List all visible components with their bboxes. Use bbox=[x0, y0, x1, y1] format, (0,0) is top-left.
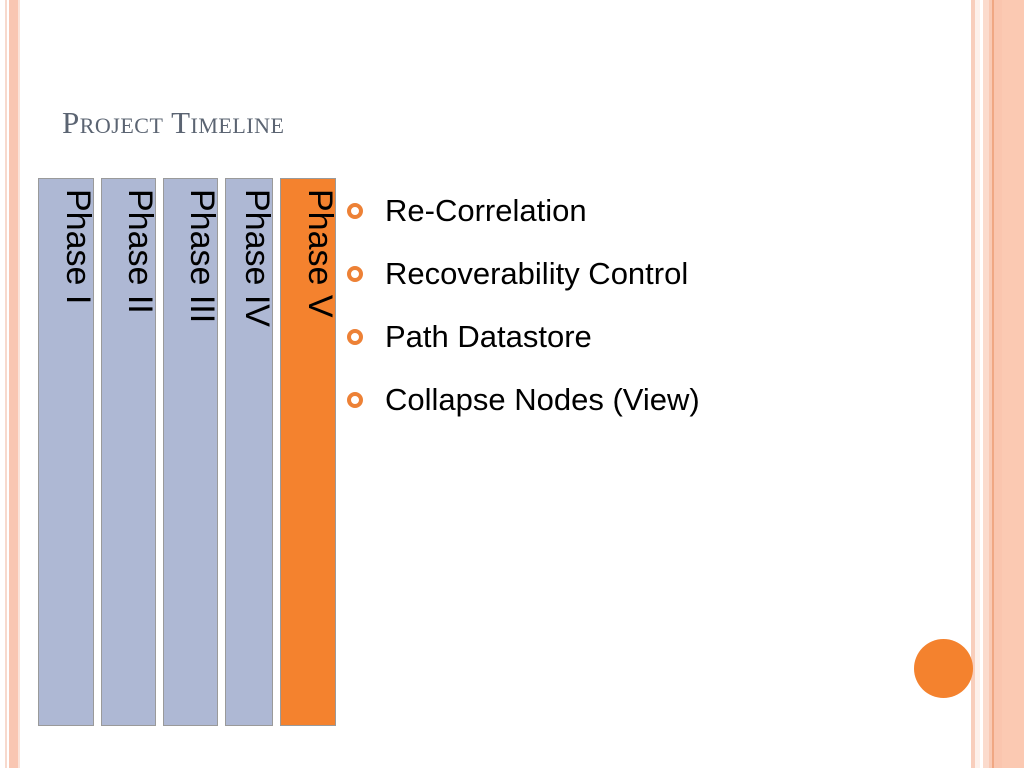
right-edge-stripe-2 bbox=[975, 0, 980, 768]
phase-bar-1[interactable]: Phase I bbox=[38, 178, 97, 726]
phase-bar-3[interactable]: Phase III bbox=[163, 178, 221, 726]
phase-bar-label: Phase IV bbox=[238, 189, 276, 327]
left-edge-stripe-main bbox=[9, 0, 18, 768]
right-edge-stripe-1 bbox=[971, 0, 975, 768]
list-item-label: Path Datastore bbox=[385, 319, 592, 354]
circle-outline-icon bbox=[347, 203, 363, 219]
left-edge-stripe-thin bbox=[5, 0, 7, 768]
orange-accent-dot bbox=[914, 639, 973, 698]
right-edge-stripe-4 bbox=[983, 0, 989, 768]
list-item-label: Collapse Nodes (View) bbox=[385, 382, 700, 417]
right-edge-stripe-7 bbox=[994, 0, 1002, 768]
phase-bar-5[interactable]: Phase V bbox=[280, 178, 339, 726]
list-item[interactable]: Collapse Nodes (View) bbox=[347, 379, 947, 442]
page-title: Project Timeline bbox=[62, 105, 285, 140]
circle-outline-icon bbox=[347, 329, 363, 345]
list-item[interactable]: Re-Correlation bbox=[347, 190, 947, 253]
phase-bar-label: Phase V bbox=[301, 189, 339, 318]
circle-outline-icon bbox=[347, 392, 363, 408]
phase-bar-4[interactable]: Phase IV bbox=[225, 178, 276, 726]
circle-outline-icon bbox=[347, 266, 363, 282]
list-item-label: Re-Correlation bbox=[385, 193, 587, 228]
right-edge-stripe-8 bbox=[1002, 0, 1024, 768]
phase-bar-2[interactable]: Phase II bbox=[101, 178, 159, 726]
list-item-label: Recoverability Control bbox=[385, 256, 689, 291]
list-item[interactable]: Recoverability Control bbox=[347, 253, 947, 316]
right-edge-stripe-5 bbox=[989, 0, 992, 768]
list-item[interactable]: Path Datastore bbox=[347, 316, 947, 379]
right-edge-stripe-6 bbox=[992, 0, 994, 768]
left-edge-stripe-fade bbox=[18, 0, 20, 768]
phase-bar-label: Phase III bbox=[183, 189, 221, 324]
phase-bar-label: Phase II bbox=[121, 189, 159, 314]
phase-bar-label: Phase I bbox=[59, 189, 97, 305]
right-edge-stripe-3 bbox=[980, 0, 983, 768]
